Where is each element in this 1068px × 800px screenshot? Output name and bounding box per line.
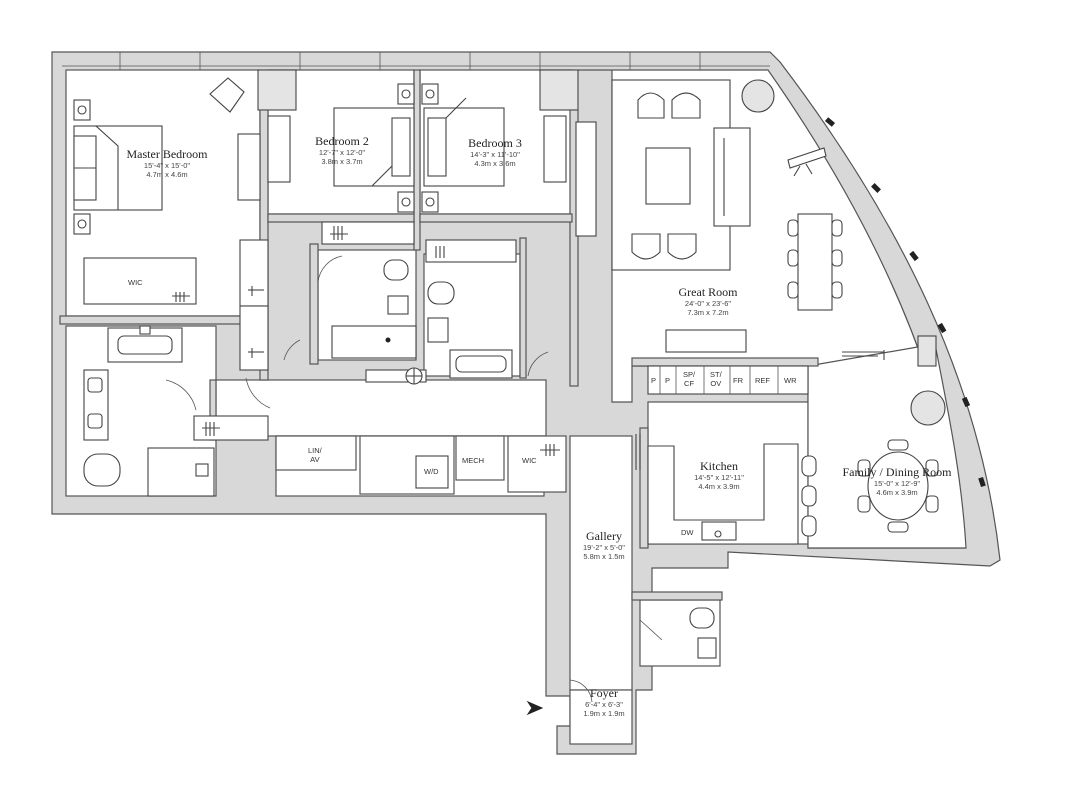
room-dimension-metric: 3.8m x 3.7m [321,157,363,166]
stools [801,455,817,537]
foyer-label: Foyer 6'-4" x 6'-3" 1.9m x 1.9m [583,686,624,718]
column [257,69,297,111]
appliance-sublabel: CF [684,379,695,388]
room-dimension: 6'-4" x 6'-3" [585,700,623,709]
room-dimension-metric: 1.9m x 1.9m [583,709,625,718]
mech-tag: MECH [462,456,485,465]
room-dimension: 24'-0" x 23'-6" [684,299,732,308]
room-name: Bedroom 3 [468,136,522,150]
room-dimension-metric: 4.6m x 3.9m [876,488,918,497]
closet-b2-side [239,239,269,307]
appliance-label: ST/ [710,370,722,379]
round-table [867,451,929,521]
toilet [689,607,715,629]
appliance-p2: P [665,376,670,385]
appliance-label: SP/ [683,370,696,379]
shower-2 [331,325,417,359]
dining-chairs [787,219,843,299]
column [917,335,937,367]
lin-tag-line: LIN/ [308,446,322,455]
kitchen-island-counter [665,329,747,353]
wic-hall-tag: WIC [522,456,537,465]
dresser [267,115,291,183]
console [575,121,597,237]
appliance-spcf: SP/ CF [683,370,695,388]
room-dimension-metric: 5.8m x 1.5m [583,552,625,561]
room-dimension-metric: 4.3m x 3.6m [474,159,516,168]
sofa [713,127,751,227]
coffee-table [645,147,691,205]
room-dimension-metric: 4.4m x 3.9m [698,482,740,491]
dining-table [797,213,833,311]
great-room-label: Great Room 24'-0" x 23'-6" 7.3m x 7.2m [679,285,738,317]
appliance-label: WR [784,376,797,385]
toilet [427,281,455,305]
appliance-p1: P [651,376,656,385]
room-name: Kitchen [700,459,738,473]
dresser [543,115,567,183]
wd-tag: W/D [424,467,439,476]
room-name: Bedroom 2 [315,134,369,148]
room-name: Family / Dining Room [842,465,952,479]
room-dimension: 14'-5" x 12'-11" [694,473,744,482]
toilet [383,259,409,281]
room-dimension: 14'-3" x 11'-10" [470,150,520,159]
sink [427,317,449,343]
window-mullions [62,52,770,70]
appliance-wr: WR [784,376,797,385]
room-name: Master Bedroom [126,147,208,161]
room-name: Great Room [678,285,738,299]
av-tag-line: AV [310,455,320,464]
appliance-label: REF [755,376,770,385]
appliance-label: P [651,376,657,385]
kitchen-label: Kitchen 14'-5" x 12'-11" 4.4m x 3.9m [694,459,744,491]
room-dimension: 15'-4" x 15'-0" [143,161,191,170]
dresser [237,133,261,201]
appliance-fr: FR [733,376,743,385]
room-dimension-metric: 4.7m x 4.6m [146,170,188,179]
room-dimension-metric: 7.3m x 7.2m [687,308,729,317]
armchair [209,77,245,113]
closet-b2 [321,221,415,245]
window-handle [842,350,885,360]
washer-dryer [415,455,449,489]
telescope-icon [787,147,827,177]
column [539,69,579,111]
sink [387,295,409,315]
appliance-ref: REF [755,376,770,385]
toilet [83,453,121,487]
gallery-zone [569,435,633,691]
entry-arrow-icon [526,700,544,716]
gallery-label: Gallery 19'-2" x 5'-0" 5.8m x 1.5m [583,529,625,561]
hall-zone [215,379,547,437]
armchairs [631,92,701,260]
curved-window-markers [824,117,986,488]
sink [697,637,717,659]
dw-tag: DW [681,528,694,537]
plant [741,79,775,113]
appliance-label: FR [733,376,743,385]
appliance-label: P [665,376,671,385]
room-name: Foyer [589,686,618,700]
foyer-zone [569,689,633,745]
appliance-run [647,365,809,395]
round-chairs [857,439,939,533]
family-dining-label: Family / Dining Room 15'-0" x 12'-9" 4.6… [842,465,951,497]
master-bedroom-label: Master Bedroom 15'-4" x 15'-0" 4.7m x 4.… [127,147,208,179]
wic-master-tag: WIC [128,278,143,287]
appliance-sublabel: OV [710,379,722,388]
room-dimension: 19'-2" x 5'-0" [583,543,625,552]
wic-hangers [172,292,190,302]
appliance-stov: ST/ OV [710,370,722,388]
closet-b3 [425,239,517,263]
lin-av-tag: LIN/ AV [308,446,322,464]
room-dimension: 15'-0" x 12'-9" [873,479,921,488]
room-name: Gallery [586,529,622,543]
bedroom3-label: Bedroom 3 14'-3" x 11'-10" 4.3m x 3.6m [468,136,522,168]
plant [910,390,946,426]
room-dimension: 12'-7" x 12'-0" [318,148,366,157]
bedroom2-label: Bedroom 2 12'-7" x 12'-0" 3.8m x 3.7m [315,134,369,166]
